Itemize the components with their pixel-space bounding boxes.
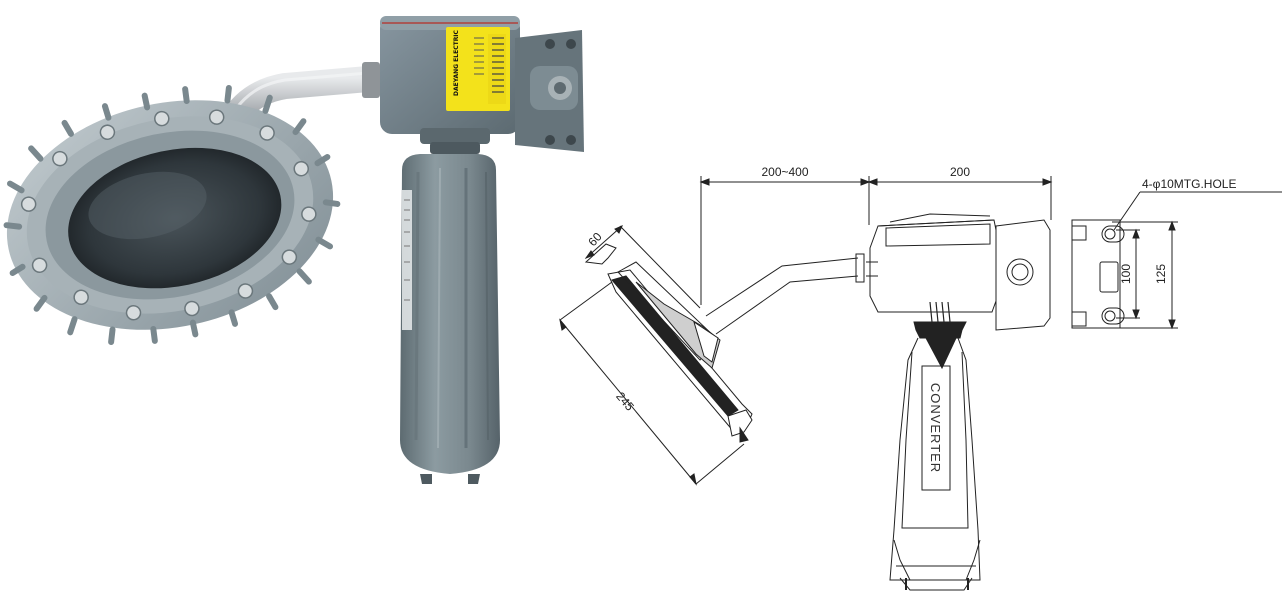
dim-fixture-depth-text: 60 <box>585 229 605 249</box>
dim-box-width <box>867 176 1053 220</box>
lens <box>68 147 282 289</box>
dim-box-width-text: 200 <box>950 165 970 179</box>
dim-fixture-depth <box>584 225 701 309</box>
dim-hole-spacing-text: 100 <box>1119 264 1133 284</box>
dim-arm-length <box>699 176 871 305</box>
mounting-hole-text: 4-φ10MTG.HOLE <box>1142 177 1236 191</box>
pipe-nut <box>362 62 380 98</box>
dim-fixture-diameter-text: 245 <box>613 389 637 414</box>
dim-hole-spacing <box>1132 228 1140 320</box>
dim-fixture-diameter <box>559 281 745 486</box>
converter-label: CONVERTER <box>928 383 943 473</box>
label-text: DAEYANG ELECTRIC <box>453 29 460 96</box>
fixture-head <box>3 84 341 346</box>
junction-box: DAEYANG ELECTRIC <box>380 16 584 154</box>
dim-plate-height-text: 125 <box>1154 264 1168 284</box>
box-and-converter <box>866 213 1051 591</box>
angled-fixture <box>584 243 865 443</box>
mounting-plate <box>1071 219 1178 329</box>
leader-mounting-hole <box>1113 191 1282 231</box>
dim-plate-height <box>1168 220 1176 330</box>
converter-label-box <box>921 365 951 491</box>
converter-body <box>400 154 500 484</box>
product-photo: DAEYANG ELECTRIC <box>3 16 584 484</box>
dim-arm-length-text: 200~400 <box>761 165 808 179</box>
technical-drawing <box>559 176 1282 591</box>
